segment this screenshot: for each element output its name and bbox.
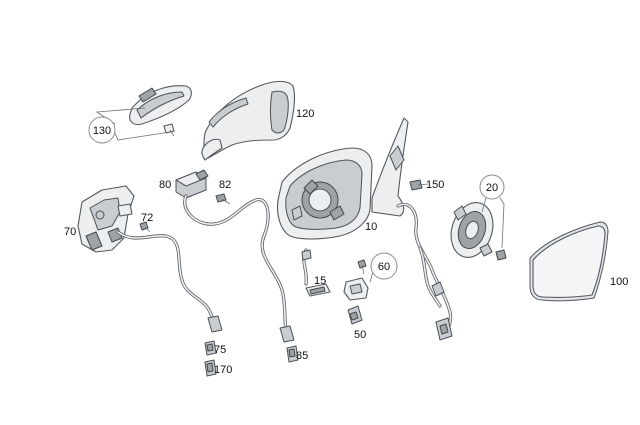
svg-text:130: 130	[93, 125, 111, 137]
mirror-glass-part-100	[529, 221, 609, 302]
screw-part-72	[139, 221, 151, 233]
screw-part-150	[409, 179, 429, 191]
leader-130-b	[114, 131, 171, 141]
connector-part-75	[204, 340, 217, 356]
callout-10: 10	[365, 221, 377, 233]
holder-part-60-body	[343, 277, 369, 301]
svg-text:10: 10	[365, 221, 377, 233]
svg-text:20: 20	[486, 182, 498, 194]
leader-20-b	[499, 197, 505, 249]
connector-part-85	[286, 345, 299, 363]
screw-part-60	[357, 259, 367, 275]
motor-bracket-part-70	[77, 185, 135, 253]
leader-20-a	[481, 197, 487, 213]
callout-75: 75	[214, 344, 226, 356]
callout-20: 20	[479, 174, 505, 200]
connector-75-plug	[207, 315, 223, 333]
screw-part-82	[215, 193, 231, 205]
callout-85: 85	[296, 350, 308, 362]
connector-85-plug	[279, 325, 295, 343]
svg-text:15: 15	[314, 275, 326, 287]
svg-text:82: 82	[219, 179, 231, 191]
callout-70: 70	[64, 226, 76, 238]
connector-part-15	[301, 248, 331, 297]
mirror-assembly-part-10	[276, 117, 409, 240]
svg-text:85: 85	[296, 350, 308, 362]
svg-text:72: 72	[141, 212, 153, 224]
connector-part-170	[204, 359, 217, 377]
callout-82: 82	[219, 179, 231, 191]
mirror-cover-part-120	[201, 80, 295, 161]
callout-72: 72	[141, 212, 153, 224]
clip-part-50	[347, 305, 363, 325]
cable-from-80	[183, 194, 288, 332]
callout-120: 120	[296, 108, 314, 120]
module-part-80	[175, 169, 209, 199]
callout-150: 150	[426, 179, 444, 191]
svg-text:75: 75	[214, 344, 226, 356]
callout-60: 60	[370, 252, 398, 280]
cable-harness-main	[396, 202, 453, 341]
svg-text:100: 100	[610, 276, 628, 288]
svg-text:120: 120	[296, 108, 314, 120]
screw-part-20	[495, 249, 507, 261]
callout-50: 50	[354, 329, 366, 341]
svg-text:80: 80	[159, 179, 171, 191]
callout-170: 170	[214, 364, 232, 376]
svg-text:70: 70	[64, 226, 76, 238]
callout-130: 130	[88, 116, 116, 144]
svg-text:170: 170	[214, 364, 232, 376]
svg-text:150: 150	[426, 179, 444, 191]
callout-15: 15	[314, 275, 326, 287]
actuator-part-20	[450, 202, 494, 258]
svg-text:50: 50	[354, 329, 366, 341]
callout-80: 80	[159, 179, 171, 191]
svg-text:60: 60	[378, 261, 390, 273]
turn-signal-part-130	[129, 85, 192, 137]
callout-100: 100	[610, 276, 628, 288]
cable-from-70	[116, 230, 216, 324]
